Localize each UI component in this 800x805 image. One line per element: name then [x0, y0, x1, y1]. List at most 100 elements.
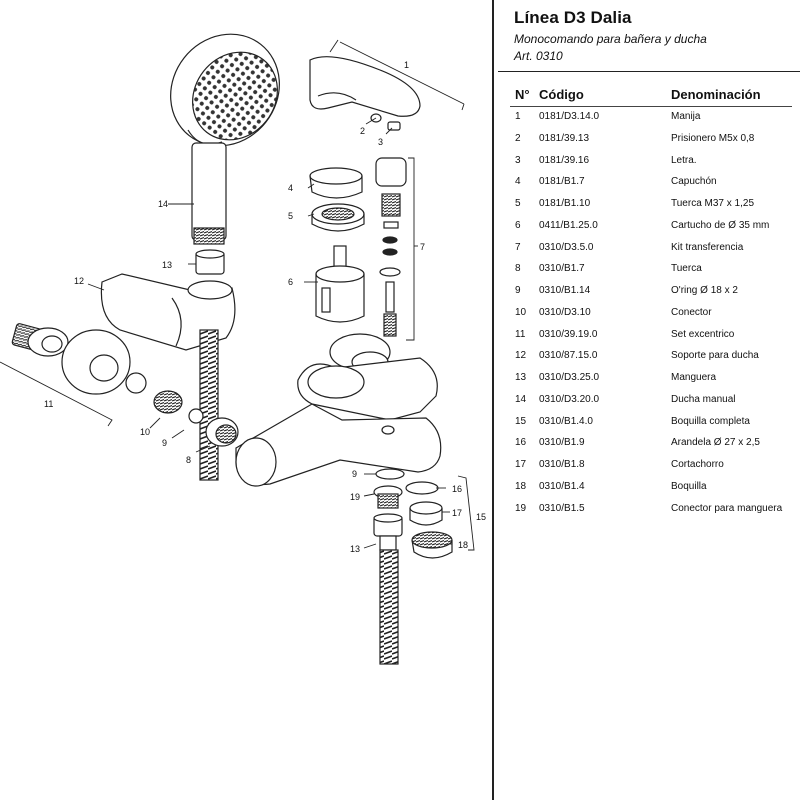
- callout-13-top: 13: [162, 260, 172, 270]
- transfer-kit: [375, 157, 407, 337]
- part-number: 8: [515, 263, 521, 275]
- column-header-code: Código: [539, 87, 584, 102]
- callout-14: 14: [158, 199, 168, 209]
- eccentric-set: [11, 323, 147, 395]
- part-code: 0310/D3.25.0: [539, 372, 600, 383]
- table-row: 17 0310/B1.8 Cortachorro: [496, 456, 800, 478]
- table-row: 11 0310/39.19.0 Set excentrico: [496, 326, 800, 348]
- callout-4: 4: [288, 183, 293, 193]
- part-number: 9: [515, 285, 521, 296]
- callout-18: 18: [458, 540, 468, 550]
- leader-lines: [0, 39, 475, 551]
- table-row: 8 0310/B1.7 Tuerca: [496, 260, 800, 282]
- callout-6: 6: [288, 277, 293, 287]
- header-rule: [498, 71, 800, 72]
- callout-8: 8: [186, 455, 191, 465]
- part-number: 11: [515, 328, 526, 340]
- washer-16: [405, 481, 439, 495]
- part-code: 0310/B1.4: [539, 480, 585, 492]
- hose-upper: [199, 329, 219, 481]
- part-name: Tuerca: [671, 263, 702, 275]
- part-name: Cortachorro: [671, 459, 724, 470]
- part-number: 4: [515, 176, 521, 188]
- hand-shower-handle: [191, 142, 227, 245]
- part-name: Kit transferencia: [671, 241, 744, 253]
- part-number: 15: [515, 415, 527, 427]
- exploded-parts-diagram: 1 2 3 4 5 6 7 8 9 9 10 11 12 13 13 14 15…: [0, 33, 486, 665]
- hand-shower-head: [170, 33, 280, 147]
- part-name: Manija: [671, 111, 701, 122]
- callout-16: 16: [452, 484, 462, 494]
- letter-cap: [387, 121, 401, 131]
- callout-7: 7: [420, 242, 425, 252]
- part-code: 0181/39.16: [539, 154, 590, 166]
- callout-11: 11: [44, 399, 53, 409]
- table-row: 2 0181/39.13 Prisionero M5x 0,8: [496, 130, 800, 152]
- part-number: 16: [515, 437, 527, 449]
- part-number: 2: [515, 132, 521, 144]
- hose-connector-19: [373, 485, 403, 509]
- callout-9-right: 9: [352, 469, 357, 479]
- part-code: 0310/39.19.0: [539, 328, 598, 340]
- body-nut: [205, 417, 239, 447]
- part-number: 5: [515, 198, 521, 209]
- column-header-name: Denominación: [671, 87, 761, 102]
- part-code: 0181/B1.7: [539, 176, 585, 188]
- callout-9-left: 9: [162, 438, 167, 448]
- callout-3: 3: [378, 137, 383, 147]
- panel-divider: [492, 0, 494, 800]
- part-name: Set excentrico: [671, 328, 735, 340]
- part-code: 0181/B1.10: [539, 198, 591, 209]
- part-name: Letra.: [671, 154, 697, 166]
- column-header-number: N°: [515, 87, 530, 102]
- callout-5: 5: [288, 211, 293, 221]
- part-name: Prisionero M5x 0,8: [671, 132, 755, 144]
- part-number: 1: [515, 111, 521, 122]
- cap: [309, 167, 363, 199]
- part-code: 0310/B1.9: [539, 437, 585, 449]
- part-code: 0310/D3.10: [539, 306, 591, 318]
- part-number: 7: [515, 241, 521, 253]
- nut: [311, 203, 365, 232]
- part-name: Cartucho de Ø 35 mm: [671, 219, 770, 231]
- hose-connector-bottom: [373, 513, 403, 551]
- callout-10: 10: [140, 427, 150, 437]
- aerator-17: [409, 501, 443, 526]
- product-subtitle: Monocomando para bañera y ducha: [514, 32, 707, 46]
- parts-panel: Línea D3 Dalia Monocomando para bañera y…: [496, 0, 800, 800]
- part-number: 12: [515, 350, 527, 362]
- part-number: 6: [515, 219, 521, 231]
- part-code: 0310/B1.8: [539, 459, 585, 470]
- part-code: 0310/87.15.0: [539, 350, 598, 362]
- part-number: 18: [515, 480, 527, 492]
- part-name: Conector para manguera: [671, 502, 783, 514]
- part-code: 0310/B1.14: [539, 285, 591, 296]
- part-code: 0181/D3.14.0: [539, 111, 600, 122]
- part-code: 0181/39.13: [539, 132, 590, 144]
- callout-13-bottom: 13: [350, 544, 360, 554]
- part-number: 19: [515, 502, 527, 514]
- callout-15: 15: [476, 512, 486, 522]
- part-number: 17: [515, 459, 527, 470]
- mixer-handle: [309, 56, 421, 117]
- part-code: 0310/B1.7: [539, 263, 585, 275]
- part-code: 0310/B1.5: [539, 502, 585, 514]
- part-name: Ducha manual: [671, 393, 736, 405]
- part-name: Boquilla: [671, 480, 707, 492]
- article-number: Art. 0310: [514, 49, 563, 63]
- callout-19: 19: [350, 492, 360, 502]
- callout-17: 17: [452, 508, 462, 518]
- part-code: 0310/D3.20.0: [539, 393, 600, 405]
- part-name: Conector: [671, 306, 712, 318]
- product-title: Línea D3 Dalia: [514, 8, 632, 27]
- diagram-drawing: 1 2 3 4 5 6 7 8 9 9 10 11 12 13 13 14 15…: [0, 33, 486, 665]
